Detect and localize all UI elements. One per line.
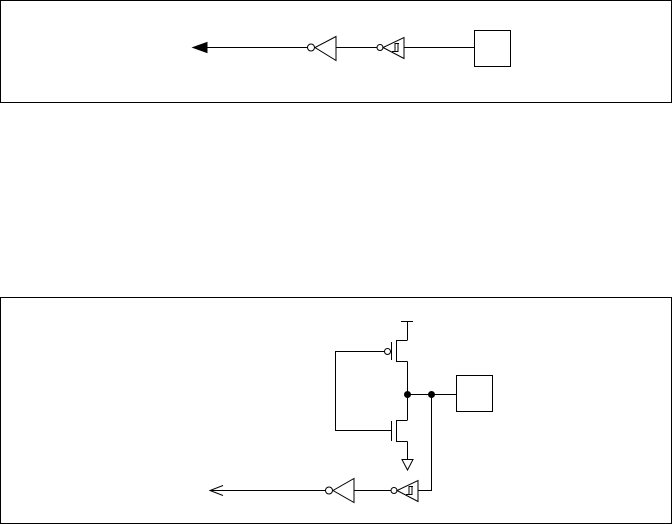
junction-dot bbox=[404, 391, 411, 398]
pmos-gate-bubble bbox=[384, 348, 391, 355]
vdd-supply bbox=[401, 321, 413, 340]
hysteresis-symbol bbox=[406, 486, 413, 495]
wire bbox=[418, 394, 432, 491]
ground-icon bbox=[401, 459, 414, 472]
top-panel bbox=[0, 0, 672, 103]
inverter-bubble bbox=[307, 43, 315, 52]
hysteresis-symbol bbox=[392, 43, 399, 52]
pad-box bbox=[456, 375, 493, 412]
pmos-transistor bbox=[384, 340, 408, 362]
inverter bbox=[325, 477, 355, 504]
bottom-panel bbox=[0, 297, 672, 524]
schmitt-trigger-inverter bbox=[390, 479, 419, 503]
output-arrow-filled bbox=[191, 41, 208, 54]
inverter bbox=[307, 35, 337, 62]
gate-feedback-wire bbox=[335, 351, 392, 431]
pad-box bbox=[474, 30, 511, 67]
inverter-bubble bbox=[325, 486, 333, 495]
output-arrow-open bbox=[208, 485, 224, 496]
schmitt-trigger-inverter bbox=[376, 36, 405, 60]
nmos-transistor bbox=[391, 420, 408, 442]
